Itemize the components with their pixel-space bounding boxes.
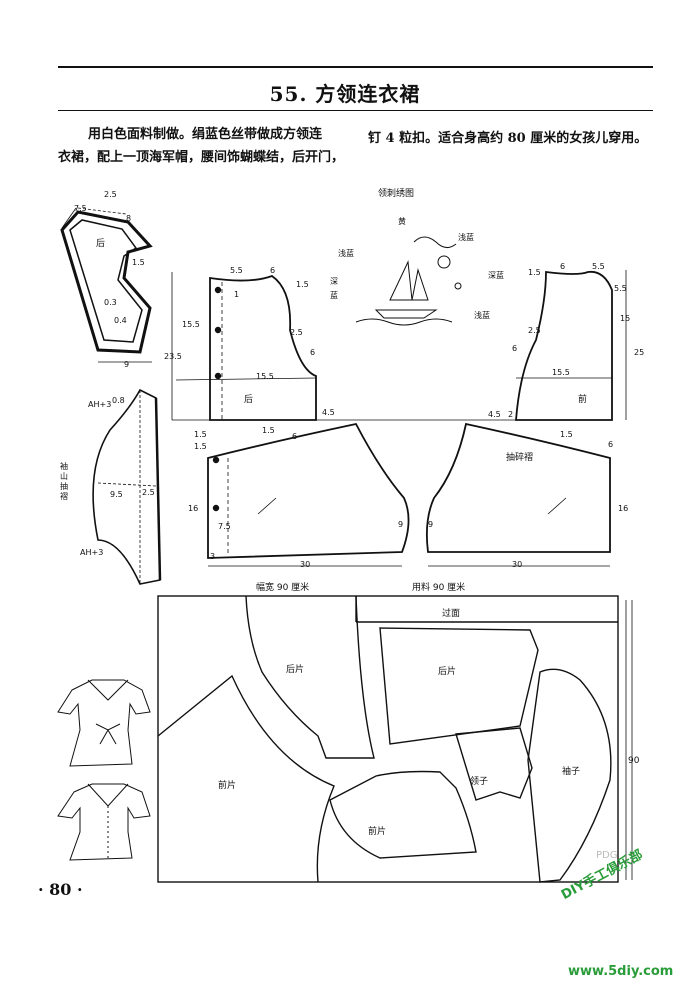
embroidery-color-2: 浅蓝 [458,233,474,242]
sleeve-pattern [92,388,162,585]
front-bodice-dim-4: 5.5 [614,284,627,293]
layout-sleeve-piece: 袖子 [562,767,581,777]
embroidery-color-3: 浅蓝 [338,249,354,258]
front-skirt-pattern [425,422,611,567]
layout-front-piece-1: 前片 [218,781,237,791]
collar-dim-6: 0.4 [114,316,127,325]
front-skirt-dim-3: 9 [428,520,434,529]
back-bodice-dim-2: 6 [270,266,276,275]
back-bodice-dim-6: 2.5 [290,328,303,337]
embroidery-color-5: 深 [330,277,338,286]
collar-label: 后 [96,239,106,249]
back-bodice-dim-7: 6 [310,348,316,357]
front-skirt-dim-1: 1.5 [560,430,573,439]
back-skirt-dim-4: 1.5 [194,442,207,451]
collar-dim-4: 1.5 [132,258,145,267]
back-skirt-pattern [207,422,410,567]
layout-length: 90 [628,756,640,766]
collar-pattern [60,207,153,363]
sleeve-dim-3: AH+3 [80,548,104,557]
back-bodice-dim-1: 5.5 [230,266,243,275]
back-bodice-label: 后 [244,395,254,405]
front-bodice-dim-10: 4.5 [488,410,501,419]
front-skirt-label: 抽碎褶 [506,453,534,463]
intro-line-1a: 用白色面料制做。绢蓝色丝带做成方领连 [88,127,323,142]
front-bodice-dim-8: 6 [512,344,518,353]
collar-dim-5: 0.3 [104,298,117,307]
back-skirt-dim-9: 30 [300,560,311,569]
intro-line-2: 衣裙，配上一顶海军帽，腰间饰蝴蝶结，后开门， [58,150,345,165]
page-title: 55. 方领连衣裙 [269,82,421,106]
watermark-logo: DIY手工俱乐部 PDG [559,847,676,954]
sleeve-dim-2: 0.8 [112,396,125,405]
back-bodice-dim-10: 4.5 [322,408,335,417]
embroidery-title: 领刺绣图 [378,189,415,199]
embroidery-color-6: 蓝 [330,291,338,300]
front-bodice-pattern [515,270,627,421]
back-bodice-dim-5: 23.5 [164,352,182,361]
front-bodice-dim-11: 2 [508,410,514,419]
back-bodice-pattern [171,272,520,421]
front-bodice-dim-1: 1.5 [528,268,541,277]
embroidery-color-7: 浅蓝 [474,311,490,320]
garment-sketch-1 [57,679,151,767]
top-rule [58,66,653,68]
fabric-amount: 用料 90 厘米 [412,583,466,593]
front-bodice-dim-3: 5.5 [592,262,605,271]
sleeve-dim-5: 2.5 [142,488,155,497]
back-skirt-dim-5: 16 [188,504,199,513]
front-skirt-dim-5: 30 [512,560,523,569]
watermark-pdg: PDG [596,850,618,861]
front-bodice-label: 前 [578,395,588,405]
front-skirt-dim-2: 6 [608,440,614,449]
back-bodice-dim-4: 15.5 [182,320,200,329]
embroidery-color-1: 黄 [398,217,406,226]
sleeve-dim-4: 9.5 [110,490,123,499]
embroidery-color-4: 深蓝 [488,271,504,280]
front-bodice-dim-7: 2.5 [528,326,541,335]
front-bodice-dim-9: 15.5 [552,368,570,377]
front-skirt-dim-4: 16 [618,504,629,513]
back-skirt-dim-7: 3 [210,552,216,561]
back-bodice-dim-8: 15.5 [256,372,274,381]
layout-collar-piece: 领子 [470,777,489,787]
sleeve-dim-1: AH+3 [88,400,112,409]
collar-dim-3: 8 [126,214,132,223]
back-bodice-dim-9: 1 [234,290,240,299]
back-skirt-dim-1: 1.5 [262,426,275,435]
front-bodice-dim-6: 25 [634,348,645,357]
back-skirt-dim-6: 7.5 [218,522,231,531]
cutting-layout [157,595,633,883]
back-bodice-dim-3: 1.5 [296,280,309,289]
layout-front-piece-2: 前片 [368,827,387,837]
collar-dim-2: 2.5 [104,190,117,199]
sleeve-label: 袖山抽褶 [60,462,68,501]
intro-line-1b: 钉 4 粒扣。适合身高约 80 厘米的女孩儿穿用。 [368,131,648,146]
collar-dim-7: 9 [124,360,130,369]
back-skirt-dim-3: 1.5 [194,430,207,439]
collar-dim-1: 7.5 [74,204,87,213]
fabric-width: 幅宽 90 厘米 [256,583,310,593]
front-bodice-dim-5: 15 [620,314,631,323]
page-number: · 80 · [38,880,83,899]
watermark-url: www.5diy.com [568,964,674,979]
layout-back-piece-2: 后片 [438,667,457,677]
back-skirt-dim-2: 6 [292,432,298,441]
back-skirt-dim-8: 9 [398,520,404,529]
garment-sketch-2 [57,783,151,861]
title-underline [58,110,653,111]
embroidery-motif [355,236,462,326]
front-bodice-dim-2: 6 [560,262,566,271]
layout-back-piece-1: 后片 [286,665,305,675]
layout-facing: 过面 [442,609,461,619]
